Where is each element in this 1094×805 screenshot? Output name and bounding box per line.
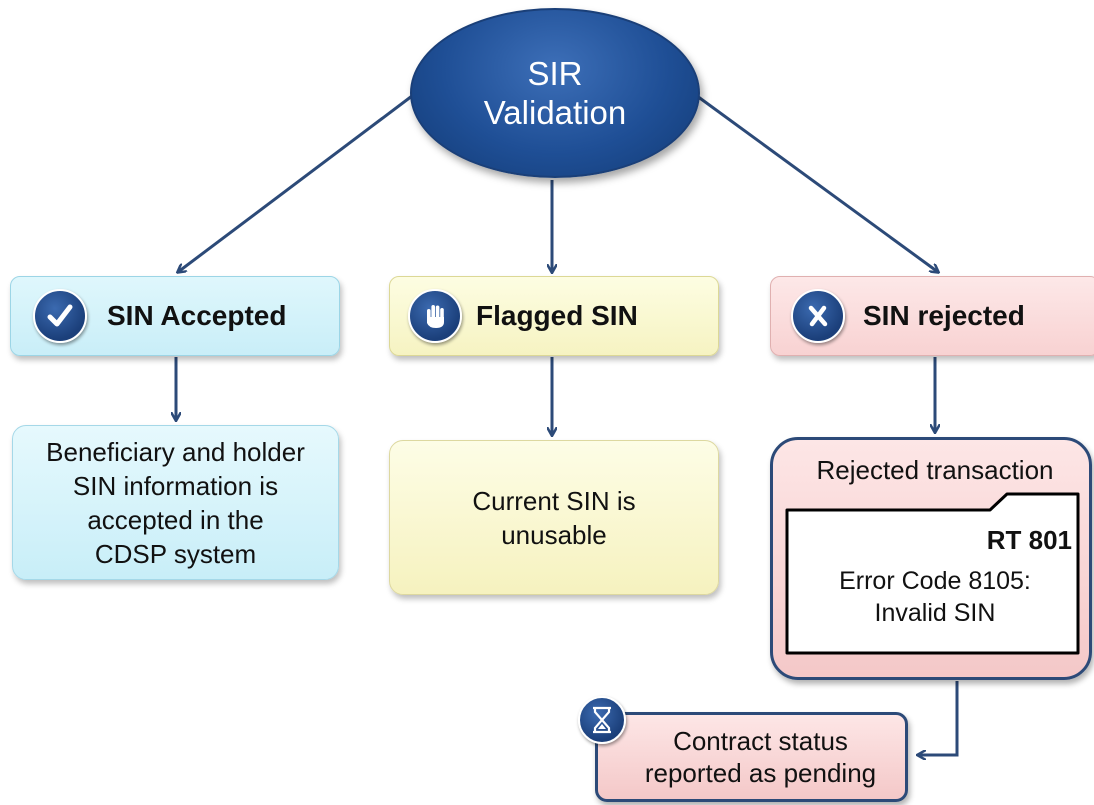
flagged-line-2: unusable <box>501 519 607 550</box>
record-type-label: RT 801 <box>986 525 1072 555</box>
arrow-to-rejected <box>696 94 938 272</box>
sin-accepted-header: SIN Accepted <box>10 276 340 356</box>
sin-rejected-label: SIN rejected <box>863 300 1025 331</box>
error-code-line: Error Code 8105: <box>839 567 1031 595</box>
hand-stop-icon <box>408 289 462 343</box>
pending-status-box: Contract status reported as pending <box>595 712 908 802</box>
checkmark-icon <box>33 289 87 343</box>
rejected-transaction-title: Rejected transaction <box>816 455 1054 485</box>
hourglass-icon <box>578 696 626 744</box>
error-message: Error Code 8105: Invalid SIN <box>790 565 1080 629</box>
arrow-to-pending <box>918 681 959 755</box>
flagged-description-box: Current SIN is unusable <box>389 440 719 595</box>
sin-rejected-header: SIN rejected <box>770 276 1094 356</box>
flagged-line-1: Current SIN is <box>472 485 636 516</box>
flagged-sin-header: Flagged SIN <box>389 276 719 356</box>
accepted-line-1: Beneficiary and holder <box>46 436 305 467</box>
pending-line-2: reported as pending <box>644 758 877 788</box>
accepted-line-2: SIN information is <box>72 470 279 501</box>
accepted-line-4: CDSP system <box>94 538 257 569</box>
arrow-to-accepted <box>178 94 413 272</box>
sin-accepted-label: SIN Accepted <box>107 300 287 331</box>
sir-validation-line1: SIR <box>527 55 583 92</box>
sir-validation-line2: Validation <box>483 94 627 131</box>
error-reason-line: Invalid SIN <box>874 599 996 627</box>
x-mark-icon <box>791 289 845 343</box>
flagged-sin-label: Flagged SIN <box>476 300 638 331</box>
accepted-description-box: Beneficiary and holder SIN information i… <box>12 425 339 580</box>
accepted-line-3: accepted in the <box>87 504 264 535</box>
sir-validation-node: SIR Validation <box>410 8 700 178</box>
folder-document-icon <box>785 492 1080 655</box>
pending-line-1: Contract status <box>673 726 848 756</box>
